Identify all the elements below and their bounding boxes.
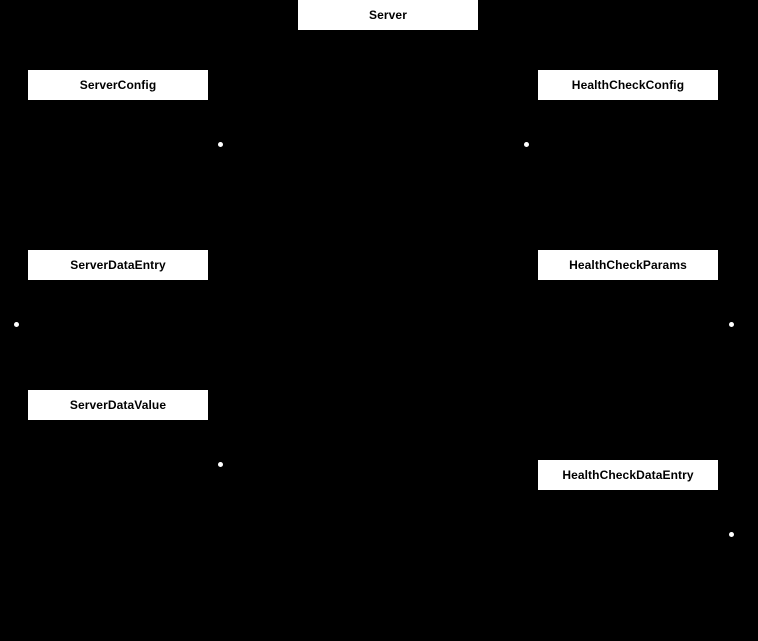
node-label-health-check-params: HealthCheckParams	[569, 258, 687, 272]
node-server-config[interactable]: ServerConfig	[28, 70, 208, 100]
node-server-data-value[interactable]: ServerDataValue	[28, 390, 208, 420]
edge-marker-dot	[728, 321, 734, 327]
node-health-check-config[interactable]: HealthCheckConfig	[538, 70, 718, 100]
node-server[interactable]: Server	[298, 0, 478, 30]
edge-marker-dot	[523, 141, 529, 147]
node-server-data-entry[interactable]: ServerDataEntry	[28, 250, 208, 280]
edge-marker-dot	[13, 321, 19, 327]
node-label-server-data-entry: ServerDataEntry	[70, 258, 166, 272]
edge-marker-dot	[217, 461, 223, 467]
node-label-health-check-data-entry: HealthCheckDataEntry	[562, 468, 694, 482]
edge-marker-dot	[217, 141, 223, 147]
node-health-check-params[interactable]: HealthCheckParams	[538, 250, 718, 280]
node-label-server: Server	[369, 8, 407, 22]
node-label-health-check-config: HealthCheckConfig	[571, 78, 685, 92]
node-label-server-data-value: ServerDataValue	[69, 398, 167, 412]
edge-marker-dot	[728, 531, 734, 537]
node-label-server-config: ServerConfig	[79, 78, 157, 92]
node-health-check-data-entry[interactable]: HealthCheckDataEntry	[538, 460, 718, 490]
